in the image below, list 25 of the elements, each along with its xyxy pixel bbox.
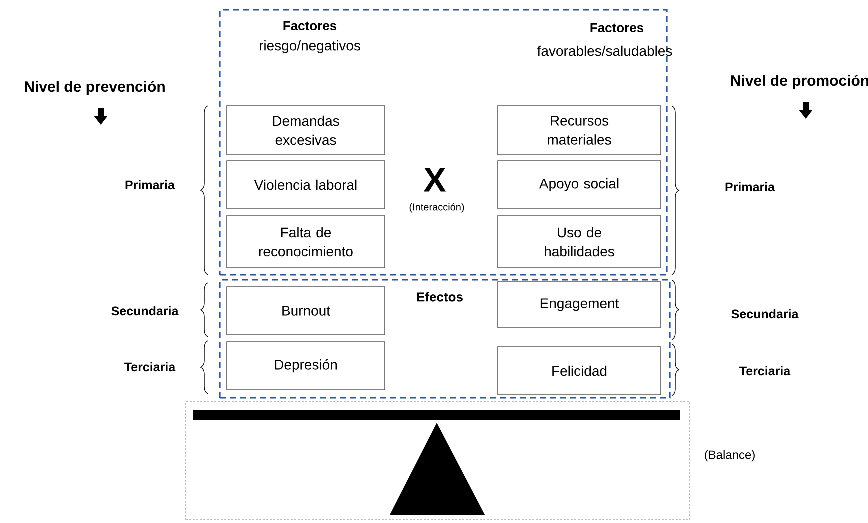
- level-label: Primaria: [126, 180, 176, 190]
- factor-box: Felicidad: [498, 346, 662, 396]
- factor-box: Uso de habilidades: [498, 216, 662, 268]
- factor-box: Demandas excesivas: [226, 106, 386, 156]
- heading: Factores: [284, 21, 337, 31]
- level-label: Primaria: [726, 182, 776, 192]
- factor-box: Depresión: [226, 342, 386, 390]
- heading: riesgo/negativos: [260, 40, 360, 54]
- factor-box: Falta de reconocimiento: [226, 216, 386, 268]
- level-label: Terciaria: [740, 366, 791, 376]
- heading: favorables/saludables: [538, 46, 672, 56]
- interaction-sign: X: [424, 168, 446, 192]
- level-label: Secundaria: [732, 309, 799, 319]
- level-label: Secundaria: [112, 306, 179, 316]
- factor-box: Violencia laboral: [226, 160, 386, 210]
- level-label: Terciaria: [124, 362, 176, 372]
- factor-box: Recursos materiales: [498, 106, 662, 156]
- heading: Efectos: [417, 292, 463, 302]
- factor-box: Engagement: [498, 282, 662, 328]
- factor-box: Burnout: [226, 286, 386, 336]
- factor-box: Apoyo social: [498, 160, 662, 210]
- node-label: (Balance): [705, 450, 755, 462]
- heading: Factores: [590, 23, 644, 33]
- note: (Interacción): [410, 203, 464, 213]
- level-heading: Nivel de prevención: [25, 80, 165, 96]
